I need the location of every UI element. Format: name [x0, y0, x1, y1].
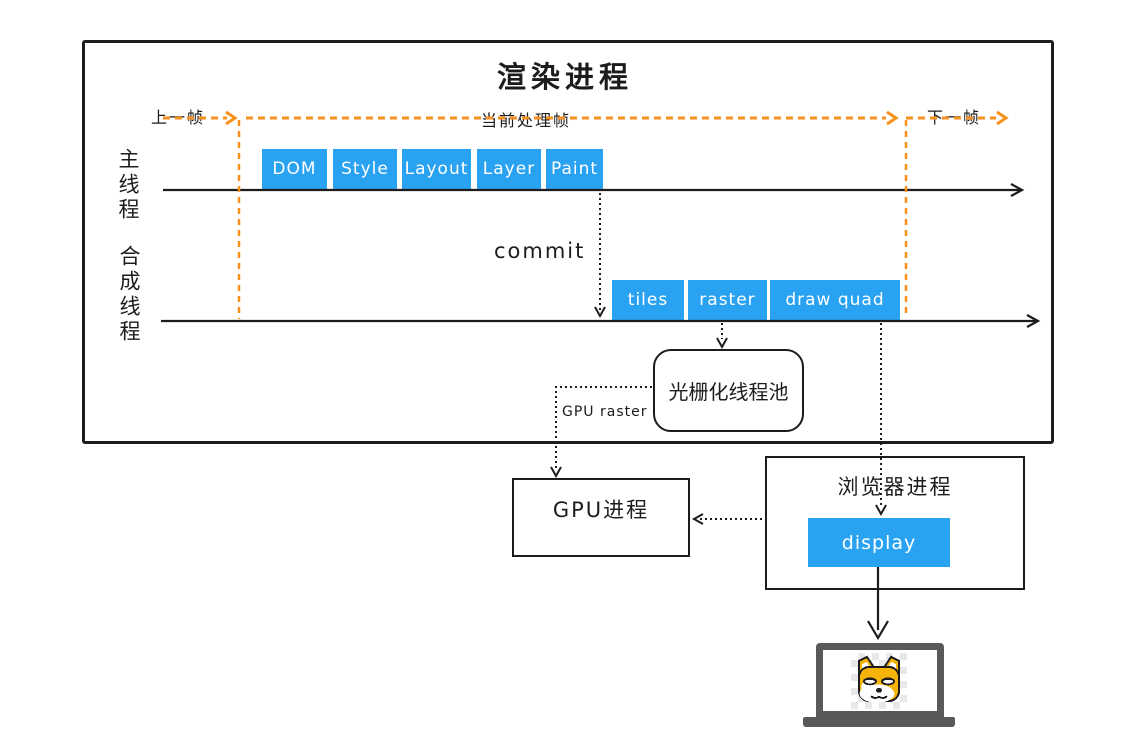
raster-pool-box: 光栅化线程池: [653, 349, 804, 432]
stage-box-tiles: tiles: [612, 280, 684, 320]
next-frame-label: 下一帧: [927, 108, 982, 127]
doge-icon: [858, 655, 900, 703]
render-process-box: [82, 40, 1054, 444]
stage-box-layer: Layer: [477, 149, 541, 189]
commit-label: commit: [494, 239, 586, 263]
browser-to-gpu-arrowhead: [691, 513, 704, 525]
main-thread-label: 主线程: [116, 148, 140, 223]
gpu-process-title: GPU进程: [552, 498, 650, 522]
stage-box-draw-quad: draw quad: [770, 280, 900, 320]
gpu-raster-label: GPU raster: [562, 404, 648, 420]
browser-process-title: 浏览器进程: [837, 475, 953, 499]
current-frame-label: 当前处理帧: [481, 111, 572, 130]
diagram-title: 渲染进程: [496, 60, 633, 94]
display-box: display: [808, 518, 950, 567]
raster-pool-label: 光栅化线程池: [668, 380, 789, 404]
previous-frame-label: 上一帧: [151, 108, 206, 127]
display-label: display: [841, 531, 917, 554]
gpu-process-box: GPU进程: [512, 478, 690, 557]
laptop-base: [803, 717, 955, 727]
display-to-laptop-arrowhead: [867, 620, 889, 641]
gpu-raster-arrowhead: [550, 466, 562, 479]
stage-box-style: Style: [333, 149, 397, 189]
stage-box-layout: Layout: [402, 149, 471, 189]
compositor-thread-label: 合成线程: [117, 245, 141, 345]
stage-box-raster: raster: [688, 280, 767, 320]
stage-box-paint: Paint: [546, 149, 603, 189]
stage-box-dom: DOM: [262, 149, 327, 189]
